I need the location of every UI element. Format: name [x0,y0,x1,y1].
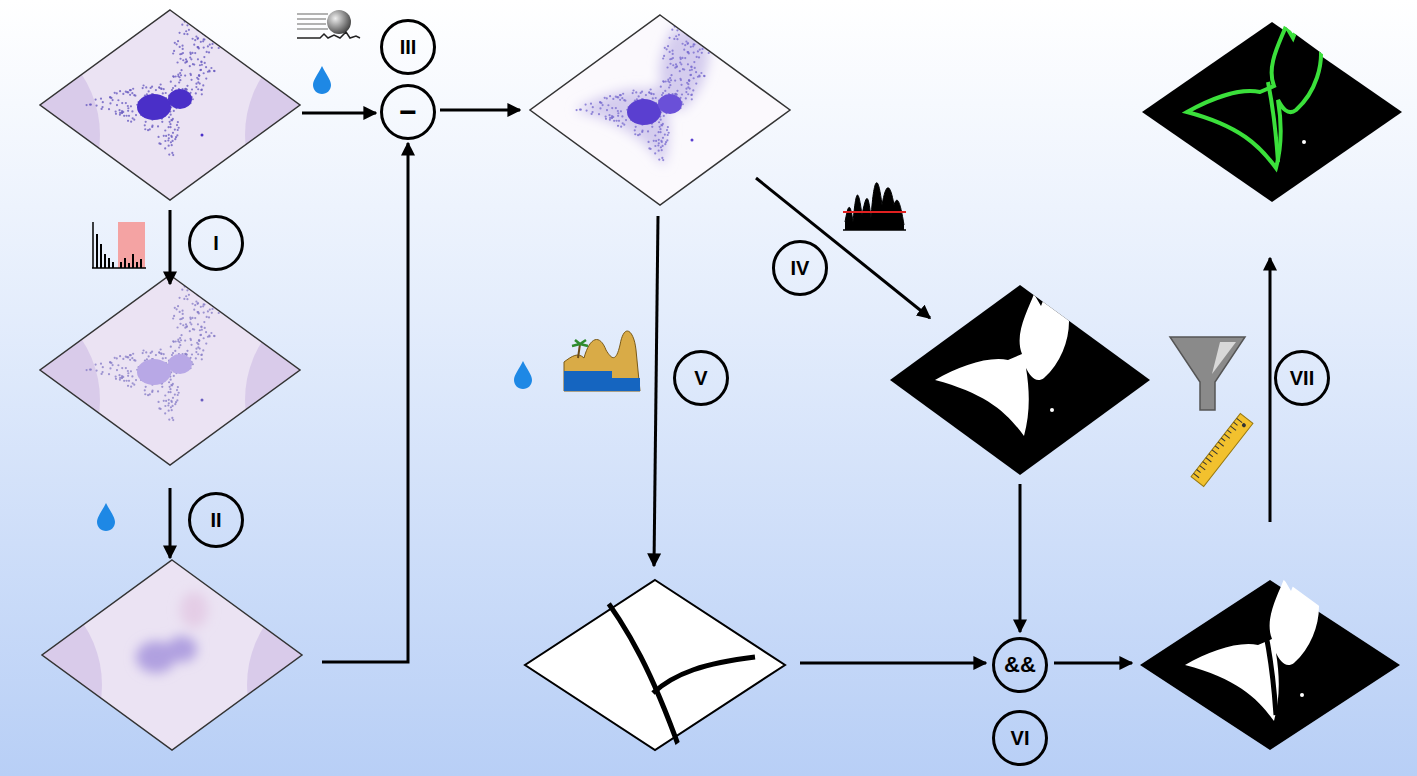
circle-outline [382,86,435,139]
circle-outline [994,639,1047,692]
step-circle: III [380,19,436,75]
step-label: II [210,509,221,532]
circle-outline [774,242,827,295]
drop-icon [514,361,532,389]
drop-icon [313,66,331,94]
watershed-lines [525,580,785,750]
step-circle: IV [772,240,828,296]
step-label: I [213,232,219,255]
step-circle: V [673,350,729,406]
final-objects [1142,20,1402,202]
circle-outline [675,352,728,405]
flow-arrows [170,110,1270,663]
subtracted-image [530,15,790,205]
clipped-image [0,275,465,510]
step-label: IV [791,257,810,280]
circle-outline [994,712,1047,765]
histogram-icon [92,222,146,268]
filter-icon [1170,337,1245,410]
watershed-icon [564,331,640,391]
threshold-icon [843,183,906,230]
ruler-icon [1191,414,1253,487]
step-label: − [399,95,417,129]
step-circle: && [992,637,1048,693]
step-label: && [1004,652,1036,678]
step-circle: VI [992,710,1048,766]
step-circle: − [380,84,436,140]
step-circle: I [188,215,244,271]
circle-outline [190,494,243,547]
blurred-background [0,560,467,776]
combined-mask [1140,573,1400,750]
input-image [0,10,465,245]
step-label: VI [1011,727,1030,750]
circle-outline [382,21,435,74]
circle-outline [1276,352,1329,405]
rolling-ball-icon [297,10,360,38]
step-circle: VII [1274,350,1330,406]
drop-icon [97,503,115,531]
threshold-mask [890,285,1150,475]
step-label: VII [1290,367,1314,390]
step-label: III [400,36,417,59]
circle-outline [190,217,243,270]
step-label: V [694,367,707,390]
step-circle: II [188,492,244,548]
